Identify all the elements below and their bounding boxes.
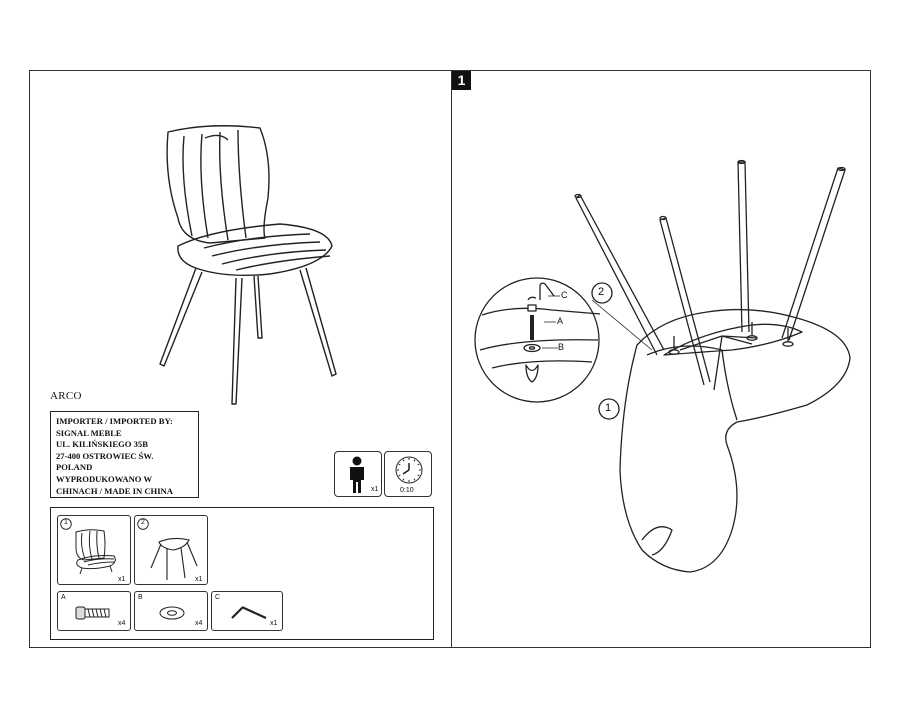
importer-info-box: IMPORTER / IMPORTED BY: SIGNAL MEBLE UL.…: [50, 411, 199, 498]
callout-seat: 1: [605, 402, 612, 414]
allen-key-icon: [231, 606, 267, 620]
washer-icon: [159, 606, 185, 620]
importer-line: POLAND: [56, 462, 93, 473]
importer-line: UL. KILIŃSKIEGO 35B: [56, 439, 148, 450]
callout-legs: 2: [598, 286, 605, 298]
chair-illustration: [159, 125, 337, 405]
part-seat: 1 x1: [57, 515, 131, 585]
part-qty: x1: [195, 576, 203, 583]
assembly-diagram: [474, 159, 851, 573]
importer-line: SIGNAL MEBLE: [56, 427, 122, 438]
importer-line: CHINACH / MADE IN CHINA: [56, 485, 173, 496]
importer-line: WYPRODUKOWANO W: [56, 473, 153, 484]
part-id: C: [215, 594, 221, 601]
part-legs: 2 x1: [134, 515, 208, 585]
step-number-badge: 1: [452, 71, 471, 90]
part-id: A: [61, 594, 66, 601]
bolt-icon: [75, 606, 110, 620]
importer-line: IMPORTER / IMPORTED BY:: [56, 416, 173, 426]
instruction-sheet: [29, 70, 871, 648]
part-bolt: A x4: [57, 591, 131, 631]
part-number-badge: [137, 518, 149, 530]
part-id: 1: [64, 519, 68, 526]
assembly-time: 0:10: [400, 487, 414, 494]
model-name: ARCO: [50, 390, 82, 402]
clock-icon: [395, 456, 423, 484]
part-qty: x4: [195, 620, 203, 627]
part-id: 2: [141, 519, 145, 526]
persons-box: x1: [334, 451, 382, 497]
detail-label-allen-key: C: [561, 290, 568, 300]
time-box: 0:10: [384, 451, 432, 497]
part-washer: B x4: [134, 591, 208, 631]
parts-list: 1 x1 2 x1 A: [50, 507, 434, 640]
detail-label-bolt: A: [557, 316, 564, 326]
part-qty: x1: [270, 620, 278, 627]
seat-icon: [75, 529, 116, 575]
persons-count: x1: [371, 486, 379, 493]
part-allen-key: C x1: [211, 591, 283, 631]
page-divider: [451, 70, 452, 648]
part-number-badge: [60, 518, 72, 530]
person-icon: [350, 456, 364, 493]
part-id: B: [138, 594, 143, 601]
part-qty: x4: [118, 620, 126, 627]
importer-line: 27-400 OSTROWIEC ŚW.: [56, 450, 154, 461]
part-qty: x1: [118, 576, 126, 583]
detail-label-washer: B: [558, 342, 565, 352]
legs-icon: [150, 537, 198, 580]
